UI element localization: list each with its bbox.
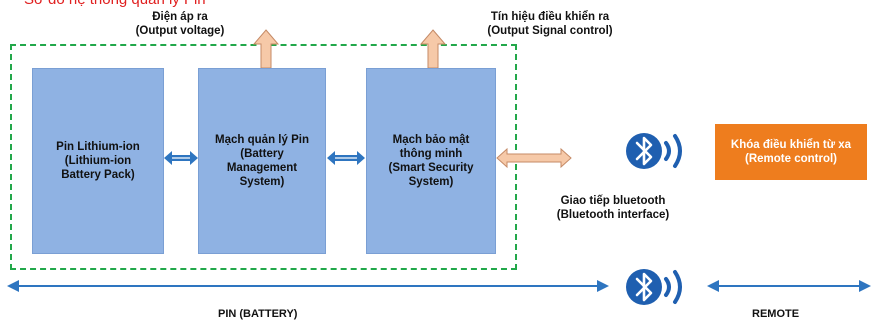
header-partial: Sơ đồ hệ thống quản lý Pin [24, 0, 206, 8]
bluetooth-icon [626, 269, 682, 305]
bms-line4: System) [239, 176, 285, 188]
battery-pack-line1: Pin Lithium-ion [56, 141, 140, 153]
bms-line1: Mạch quản lý Pin [215, 134, 309, 146]
security-line3: (Smart Security [388, 162, 474, 174]
bms-security-connector-arrow [327, 151, 365, 165]
battery-section-label: PIN (BATTERY) [218, 308, 298, 320]
output-voltage-line2: (Output voltage) [135, 25, 225, 37]
bms-line3: Management [226, 162, 298, 174]
battery-pack-line3: Battery Pack) [61, 169, 135, 181]
bms-box: Mạch quản lý Pin (Battery Management Sys… [198, 68, 326, 254]
security-line1: Mạch bảo mật [392, 134, 470, 146]
output-signal-arrow [419, 29, 447, 69]
battery-span-arrow [7, 280, 609, 292]
remote-control-line1: Khóa điều khiển từ xa [730, 139, 852, 151]
output-voltage-arrow [252, 29, 280, 69]
output-signal-line1: Tín hiệu điều khiển ra [490, 11, 610, 23]
bms-line2: (Battery [240, 148, 284, 160]
remote-span-arrow [707, 280, 871, 292]
security-bluetooth-connector-arrow [496, 147, 572, 169]
battery-pack-line2: (Lithium-ion [64, 155, 132, 167]
output-voltage-line1: Điện áp ra [152, 11, 208, 23]
battery-bms-connector-arrow [164, 151, 198, 165]
remote-control-line2: (Remote control) [745, 153, 837, 165]
battery-pack-box: Pin Lithium-ion (Lithium-ion Battery Pac… [32, 68, 164, 254]
remote-section-label: REMOTE [752, 308, 800, 320]
bluetooth-interface-label: Giao tiếp bluetooth (Bluetooth interface… [538, 194, 688, 222]
security-line2: thông minh [399, 148, 463, 160]
bluetooth-interface-line2: (Bluetooth interface) [556, 209, 670, 221]
output-signal-label: Tín hiệu điều khiển ra (Output Signal co… [470, 10, 630, 38]
bluetooth-interface-line1: Giao tiếp bluetooth [560, 195, 666, 207]
security-line4: System) [408, 176, 454, 188]
bluetooth-icon [626, 133, 682, 169]
security-box: Mạch bảo mật thông minh (Smart Security … [366, 68, 496, 254]
output-signal-line2: (Output Signal control) [487, 25, 613, 37]
output-voltage-label: Điện áp ra (Output voltage) [118, 10, 242, 38]
remote-control-box: Khóa điều khiển từ xa (Remote control) [715, 124, 867, 180]
